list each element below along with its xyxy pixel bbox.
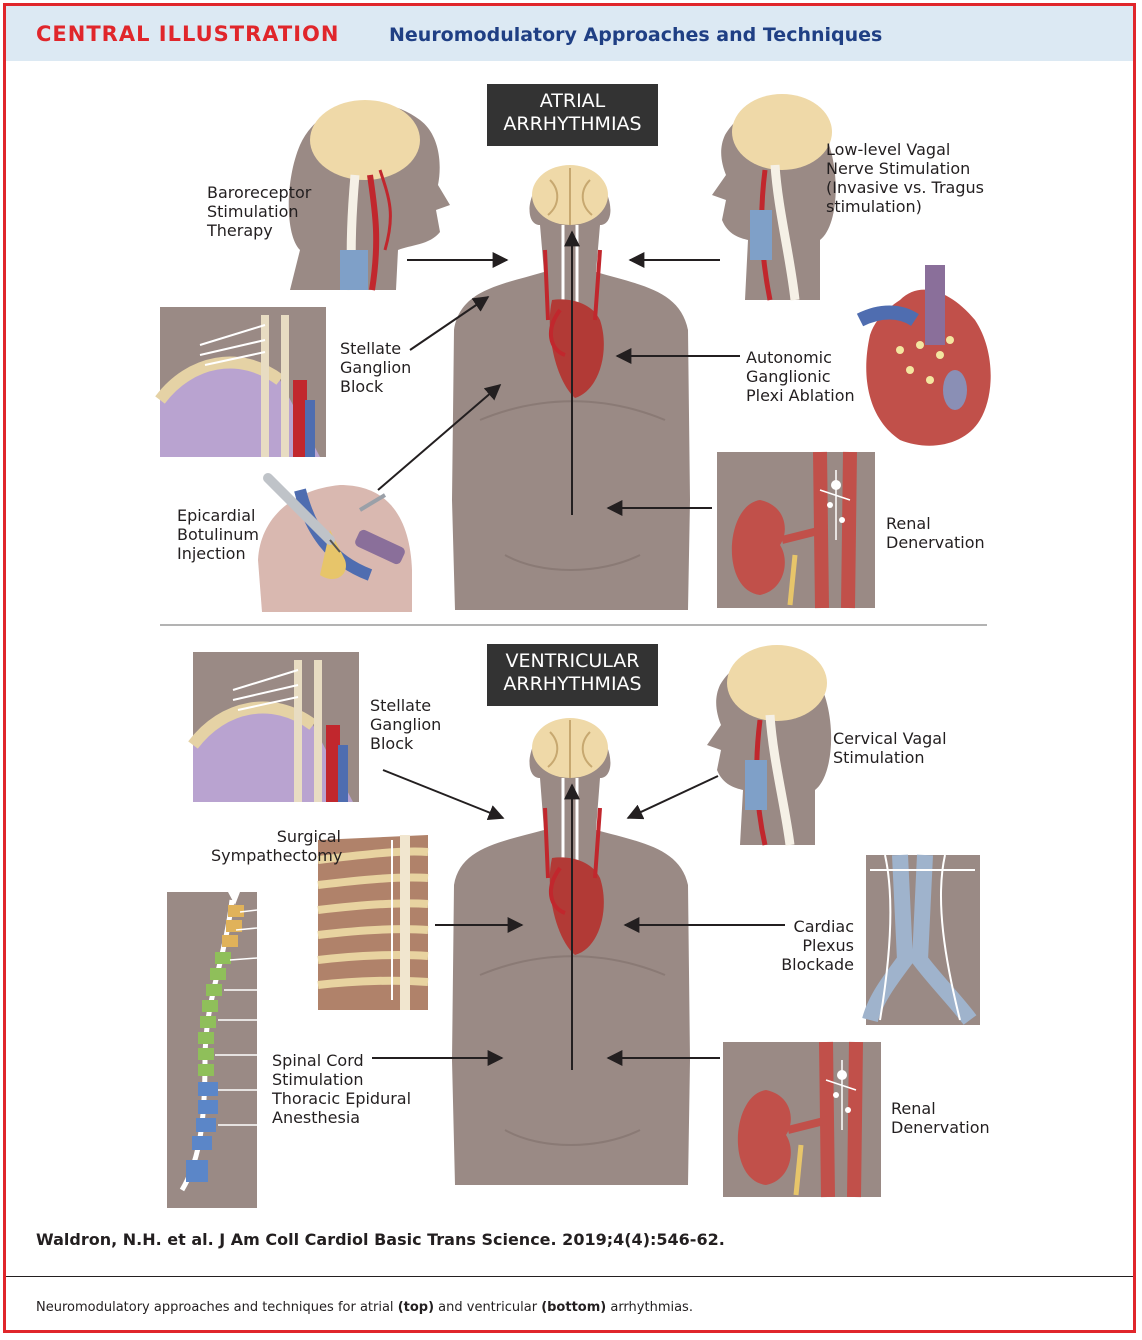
cardiac-plexus-image xyxy=(866,855,980,1025)
baroreceptor-head-illustration xyxy=(289,100,450,290)
spinal-cord-image xyxy=(167,892,257,1208)
renal-denervation-image-bottom xyxy=(723,1042,881,1197)
caption-divider xyxy=(6,1276,1133,1277)
figure-caption: Neuromodulatory approaches and technique… xyxy=(36,1300,693,1315)
caption-bottom-emphasis: (bottom) xyxy=(541,1300,606,1315)
stellate-ganglion-image-bottom xyxy=(193,652,359,802)
epicardial-injection-image xyxy=(258,478,412,612)
cervical-vagal-head-illustration xyxy=(707,645,831,845)
caption-top-emphasis: (top) xyxy=(398,1300,434,1315)
stellate-ganglion-image-top xyxy=(160,307,326,457)
vagal-head-illustration xyxy=(712,94,836,300)
heart-ganglionic-plexi-image xyxy=(860,265,991,446)
renal-denervation-image-top xyxy=(717,452,875,608)
citation: Waldron, N.H. et al. J Am Coll Cardiol B… xyxy=(36,1230,725,1249)
